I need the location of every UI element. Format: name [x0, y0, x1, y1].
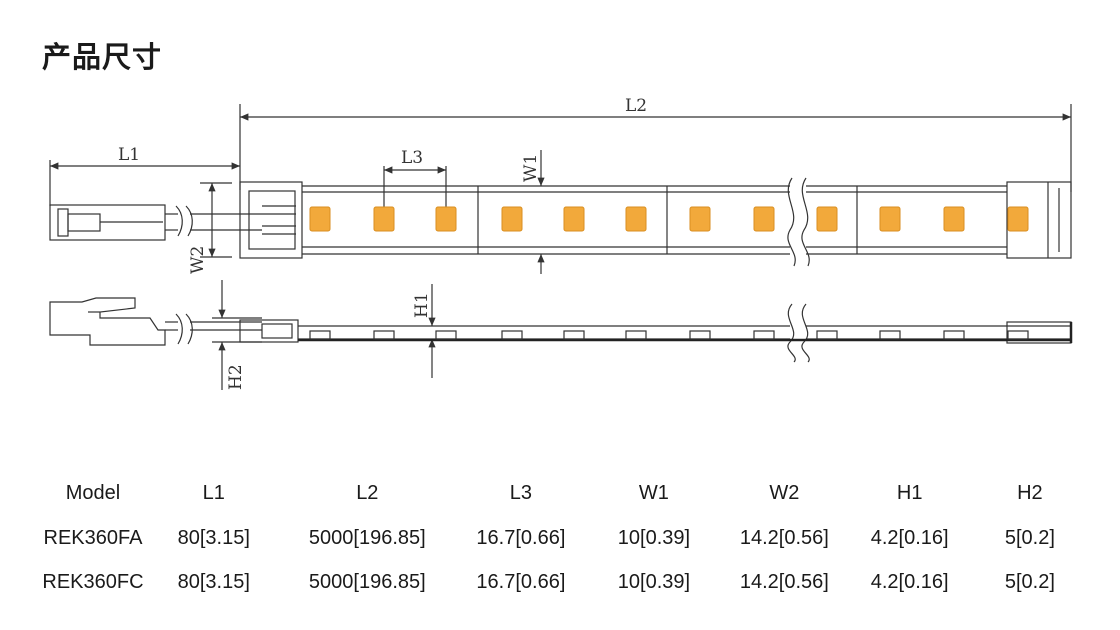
table-cell: 4.2[0.16]	[870, 526, 949, 549]
table-cell: 16.7[0.66]	[476, 570, 566, 593]
led-chip-side	[943, 330, 965, 340]
led-chip	[563, 206, 585, 232]
led-chip-side	[435, 330, 457, 340]
page-title: 产品尺寸	[42, 40, 163, 74]
led-chip	[689, 206, 711, 232]
led-chip-side	[753, 330, 775, 340]
table-header-row: Model L1 L2 L3 W1 W2 H1 H2	[40, 470, 1090, 516]
dimension-drawing: L2 L1 L3 W1 W2 H1 H2	[49, 96, 1073, 390]
led-chip	[943, 206, 965, 232]
led-chip-side	[373, 330, 395, 340]
led-chip-side	[625, 330, 647, 340]
led-chip-side	[689, 330, 711, 340]
table-cell: 4.2[0.16]	[870, 570, 949, 593]
dim-label-h1: H1	[412, 292, 432, 318]
table-cell: 14.2[0.56]	[739, 526, 829, 549]
led-chip-side	[309, 330, 331, 340]
table-cell: 80[3.15]	[177, 570, 250, 593]
led-chip	[1007, 206, 1029, 232]
column-header: L3	[509, 481, 533, 504]
table-cell: 10[0.39]	[617, 570, 691, 593]
table-cell: 5000[196.85]	[308, 526, 426, 549]
led-chip-side	[816, 330, 838, 340]
table-cell: 5[0.2]	[1004, 526, 1055, 549]
led-chip	[753, 206, 775, 232]
column-header: L1	[202, 481, 225, 504]
led-chip	[501, 206, 523, 232]
led-chip-side	[1007, 330, 1029, 340]
dimension-table: Model L1 L2 L3 W1 W2 H1 H2 REK360FA 80[3…	[40, 470, 1090, 604]
led-chip-side	[879, 330, 901, 340]
dim-label-l3: L3	[401, 148, 423, 168]
column-header: W1	[638, 481, 669, 504]
column-header: L2	[356, 481, 379, 504]
table-row: REK360FA 80[3.15] 5000[196.85] 16.7[0.66…	[40, 516, 1090, 560]
dim-label-l1: L1	[118, 145, 140, 165]
led-chip-side	[501, 330, 523, 340]
table-cell: REK360FC	[42, 570, 144, 593]
table-cell: 5000[196.85]	[308, 570, 426, 593]
table-cell: REK360FA	[43, 526, 143, 549]
table-cell: 80[3.15]	[177, 526, 250, 549]
led-chip	[816, 206, 838, 232]
led-chip	[309, 206, 331, 232]
dim-label-w1: W1	[521, 154, 541, 182]
table-cell: 5[0.2]	[1004, 570, 1055, 593]
dim-label-w2: W2	[188, 246, 208, 274]
led-chip-side	[563, 330, 585, 340]
column-header: W2	[769, 481, 800, 504]
led-chip	[435, 206, 457, 232]
column-header: H2	[1017, 481, 1043, 504]
table-cell: 16.7[0.66]	[476, 526, 566, 549]
dim-label-l2: L2	[625, 96, 647, 116]
table-cell: 10[0.39]	[617, 526, 691, 549]
led-chip	[373, 206, 395, 232]
led-chip	[879, 206, 901, 232]
table-cell: 14.2[0.56]	[739, 570, 829, 593]
column-header: Model	[65, 481, 121, 504]
column-header: H1	[896, 481, 923, 504]
dim-label-h2: H2	[226, 364, 246, 390]
led-chip	[625, 206, 647, 232]
table-row: REK360FC 80[3.15] 5000[196.85] 16.7[0.66…	[40, 560, 1090, 604]
